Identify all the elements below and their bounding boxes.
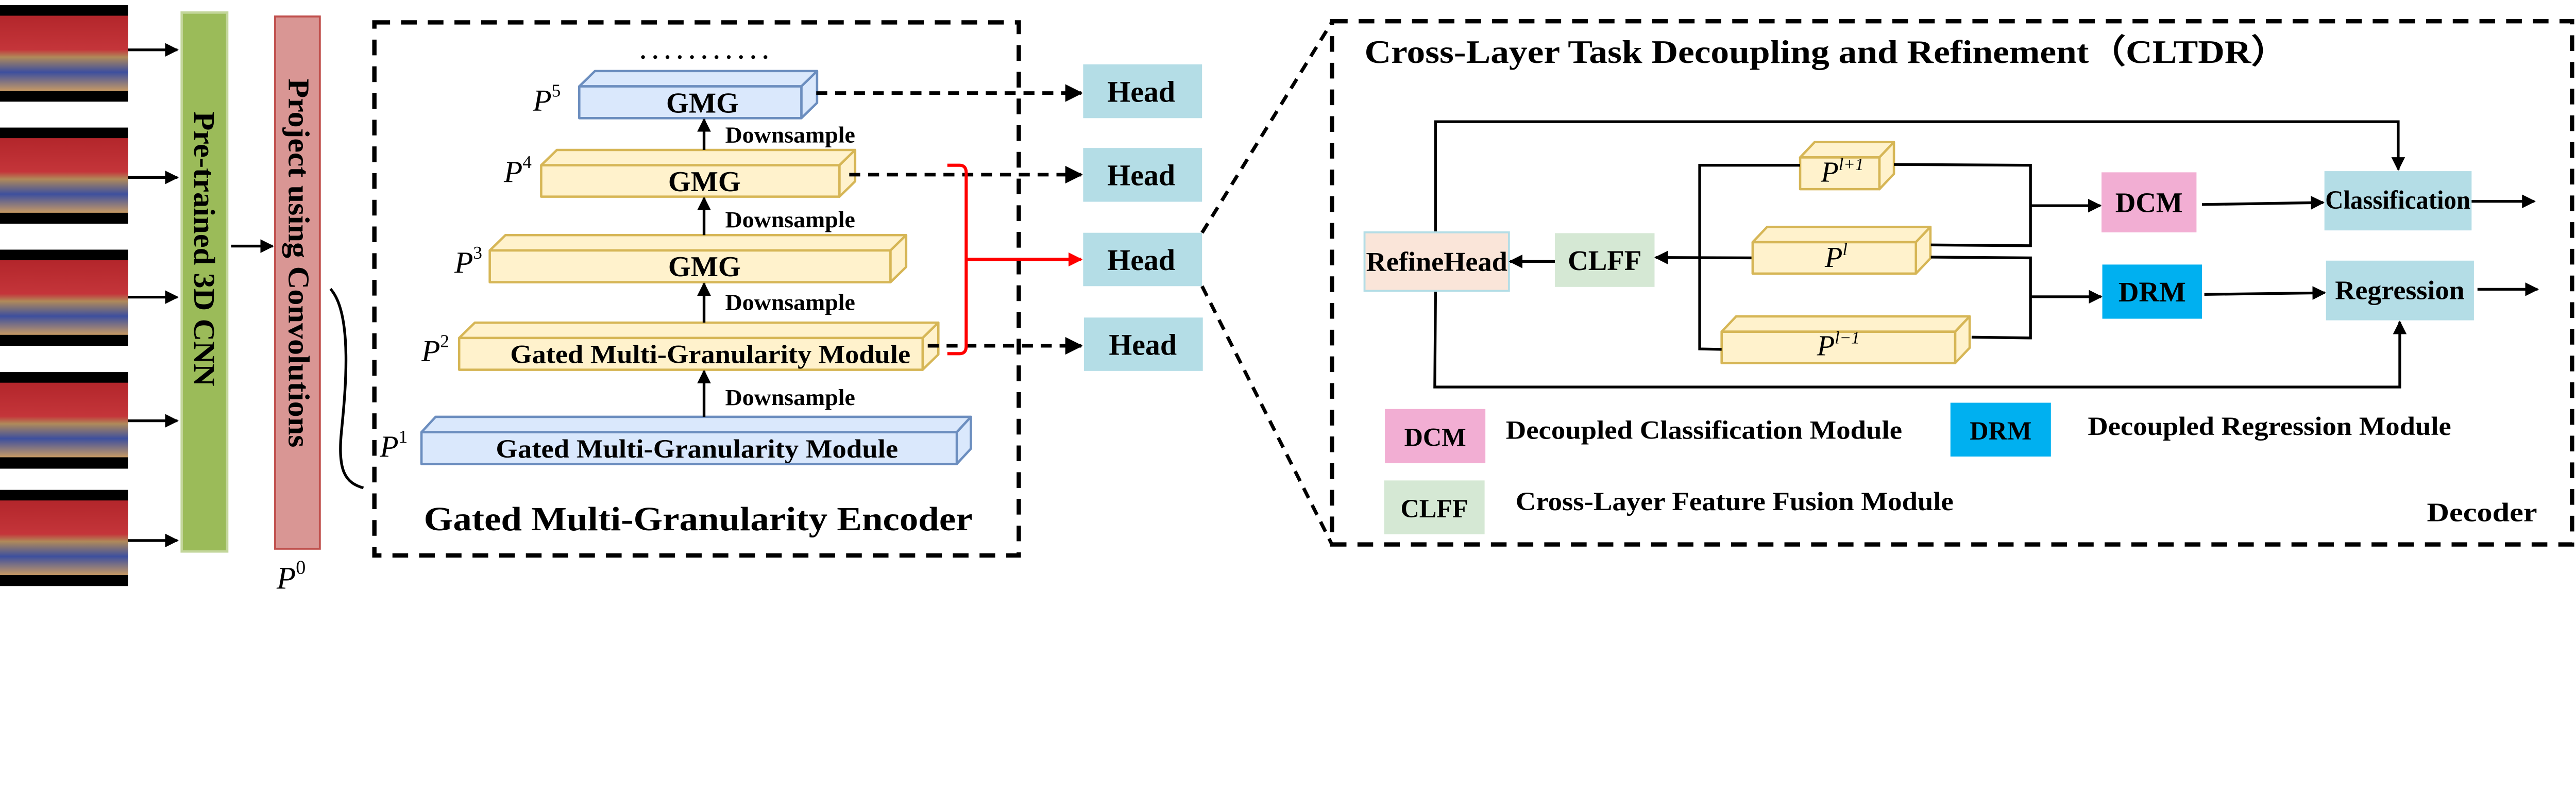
gmg-label-p2: Gated Multi-Granularity Module	[510, 340, 910, 369]
legend-swatch-clff	[1384, 480, 1485, 534]
legend-abbr-drm: DRM	[1970, 416, 2031, 445]
dcm-to-classification-arrow	[2202, 196, 2325, 210]
clff-block	[1554, 233, 1655, 287]
decoder-title: Cross-Layer Task Decoupling and Refineme…	[1365, 33, 2288, 70]
box-front-face	[540, 164, 841, 198]
level-label-p4: P4	[503, 152, 532, 189]
frame-arrows	[128, 43, 179, 548]
video-frame	[0, 5, 128, 102]
head-label: Head	[1107, 75, 1175, 108]
video-frame	[0, 372, 128, 469]
head-box	[1083, 64, 1202, 119]
box-top-face	[420, 415, 972, 433]
feature-label-p-l-minus-1: Pl−1	[1817, 329, 1860, 362]
encoder-ellipsis: ...........	[640, 38, 768, 64]
feature-label-p-l: Pl	[1824, 240, 1848, 274]
box-front-face	[578, 85, 803, 120]
downsample-label: Downsample	[725, 123, 855, 148]
box-front-face	[420, 431, 958, 465]
video-frame	[0, 127, 128, 224]
red-bracket	[947, 163, 968, 356]
refine-loop-lines	[1433, 120, 2407, 389]
feature-box-p-l-plus-1	[1799, 141, 1895, 191]
head-connections	[816, 84, 1083, 356]
level-label-p3: P3	[454, 243, 482, 279]
feature-box-p-l-minus-1	[1720, 315, 1971, 364]
drm-block	[2102, 264, 2202, 319]
decoder-label: Decoder	[2427, 498, 2537, 528]
drm-to-regression-arrow	[2204, 286, 2327, 300]
box-front-face	[488, 249, 892, 283]
downsample-label: Downsample	[725, 290, 855, 315]
encoder-title: Gated Multi-Granularity Encoder	[424, 501, 973, 538]
architecture-diagram: Pre-trained 3D CNN Project using Convolu…	[0, 5, 2574, 596]
level-label-p2: P2	[421, 331, 449, 367]
box-top-face	[578, 70, 819, 88]
refinehead-block	[1363, 231, 1510, 292]
legend-abbr-dcm: DCM	[1404, 423, 1466, 451]
classification-label: Classification	[2325, 186, 2470, 214]
decoder-box	[1330, 19, 2574, 547]
gmg-label-p5: GMG	[666, 88, 739, 120]
box-top-face	[457, 321, 940, 340]
encoder-box	[372, 20, 1021, 558]
legend-text-drm: Decoupled Regression Module	[2088, 412, 2451, 441]
gmg-box-p4	[540, 148, 857, 198]
zoom-line-bottom	[1200, 285, 1334, 546]
level-label-p1: P1	[379, 427, 408, 463]
gmg-box-p1	[420, 415, 972, 465]
backbone-label: Pre-trained 3D CNN	[188, 111, 221, 386]
dcm-block	[2102, 172, 2197, 232]
legend-text-clff: Cross-Layer Feature Fusion Module	[1516, 487, 1954, 516]
projection-label: Project using Convolutions	[282, 78, 316, 447]
downsample-label: Downsample	[725, 207, 855, 232]
gmg-label-p1: Gated Multi-Granularity Module	[496, 434, 898, 463]
video-frame	[0, 249, 128, 346]
level-label-p5: P5	[532, 80, 561, 117]
dcm-label: DCM	[2115, 187, 2183, 218]
box-front-face	[1751, 241, 1918, 275]
gmg-box-p3	[488, 233, 908, 283]
feature-connections	[1698, 163, 2103, 351]
video-frame	[0, 490, 128, 586]
gmg-box-p5	[578, 70, 819, 120]
head-box	[1083, 148, 1202, 202]
p0-label: P0	[276, 557, 306, 596]
zoom-line-top	[1200, 21, 1334, 234]
downsample-label: Downsample	[725, 385, 855, 410]
box-top-face	[540, 148, 857, 166]
gmg-label-p4: GMG	[668, 166, 741, 198]
drm-label: DRM	[2119, 276, 2186, 308]
box-top-face	[1751, 225, 1932, 244]
legend-abbr-clff: CLFF	[1400, 494, 1468, 523]
pretrained-3d-cnn-block: Pre-trained 3D CNN	[180, 11, 229, 553]
legend-swatch-drm	[1950, 402, 2051, 457]
box-front-face	[1720, 330, 1957, 364]
feature-box-p-l	[1751, 225, 1932, 275]
p0-to-p1-arrow	[329, 288, 364, 490]
gmg-label-p3: GMG	[668, 251, 741, 283]
legend: DCM Decoupled Classification Module DRM …	[1384, 402, 2451, 534]
head-box	[1083, 317, 1203, 371]
head-label: Head	[1107, 159, 1175, 192]
legend-swatch-dcm	[1385, 409, 1486, 463]
heads: Head Head Head Head	[1083, 64, 1203, 371]
regression-block	[2326, 260, 2474, 321]
head-box	[1083, 232, 1202, 287]
video-frames	[0, 5, 128, 586]
projection-block: Project using Convolutions	[274, 15, 321, 550]
refinehead-label: RefineHead	[1366, 246, 1508, 277]
classification-block	[2324, 171, 2472, 231]
head-label: Head	[1109, 328, 1177, 362]
gmg-box-p2	[457, 321, 940, 371]
box-front-face	[457, 336, 924, 371]
legend-text-dcm: Decoupled Classification Module	[1506, 416, 1902, 445]
feature-label-p-l-plus-1: Pl+1	[1820, 155, 1863, 189]
box-front-face	[1799, 156, 1881, 191]
head-label: Head	[1107, 243, 1175, 277]
clff-label: CLFF	[1568, 245, 1641, 276]
box-top-face	[488, 233, 908, 252]
regression-label: Regression	[2335, 276, 2465, 305]
